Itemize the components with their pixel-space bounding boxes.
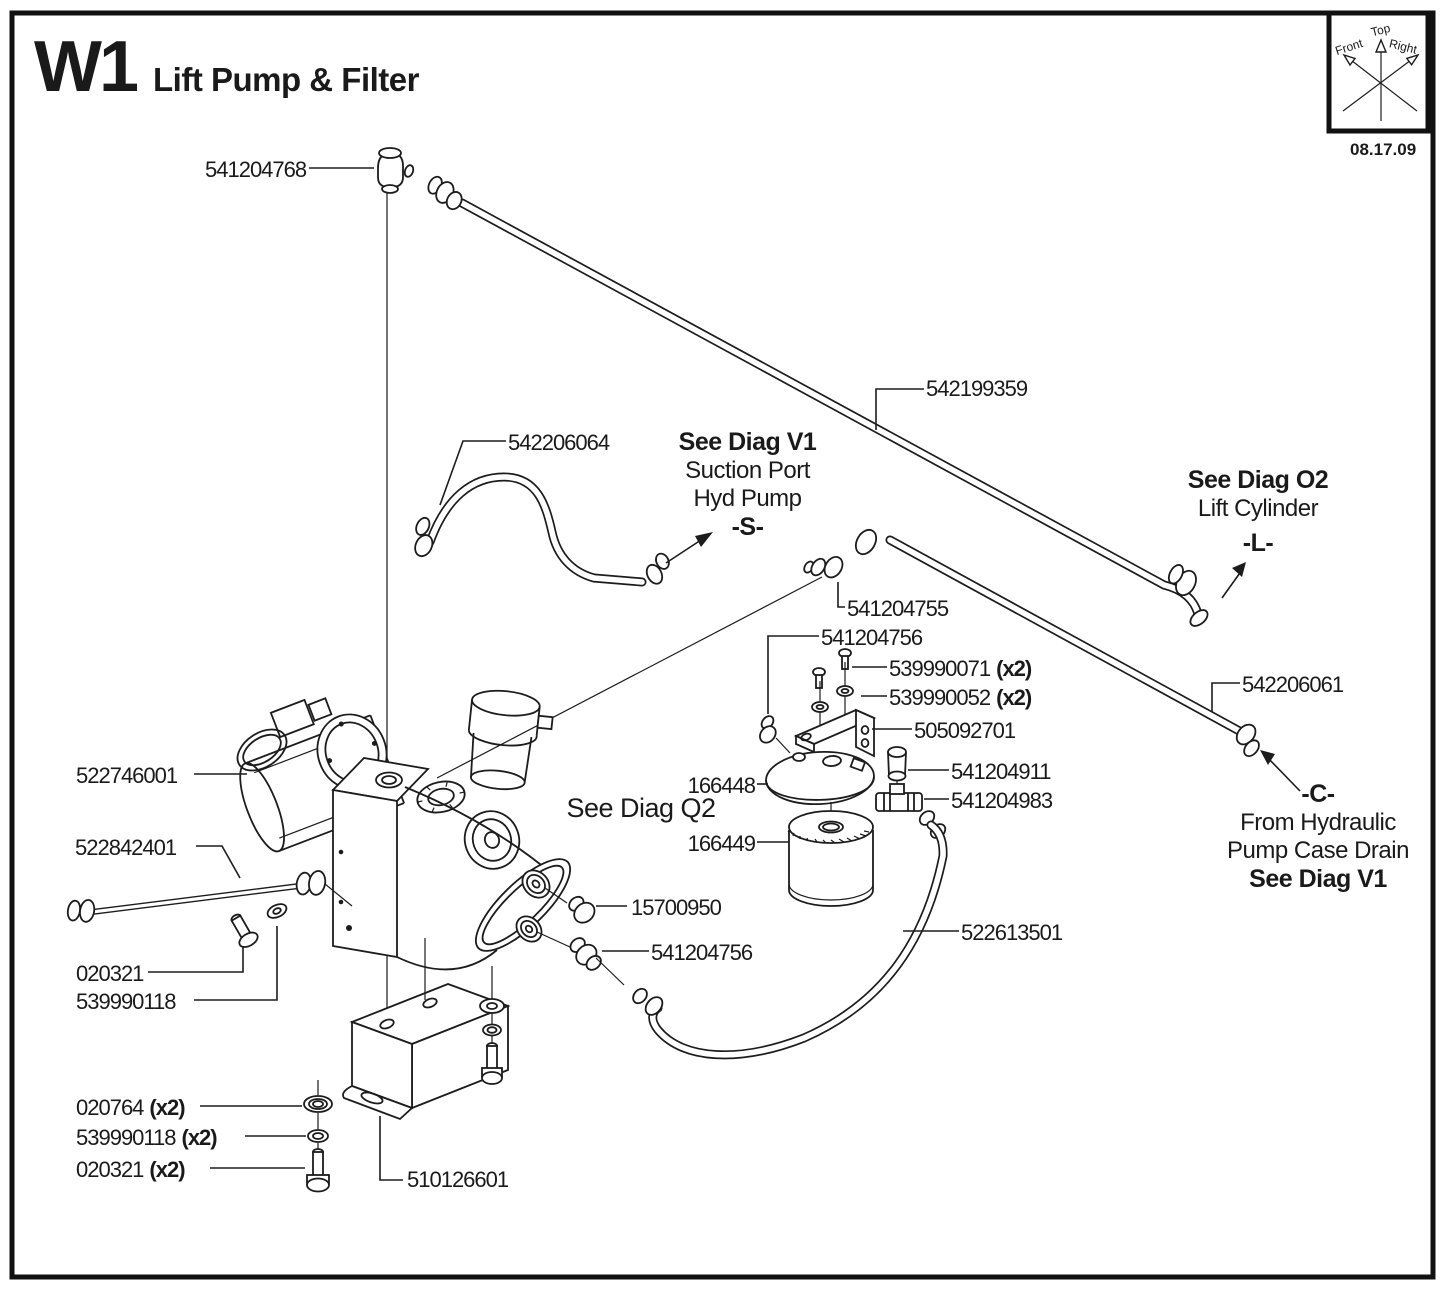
label-542199359: 542199359 bbox=[926, 376, 1028, 401]
nipple-541204911 bbox=[887, 746, 907, 790]
label-541204768: 541204768 bbox=[205, 157, 307, 182]
bolt-020321-a2 bbox=[306, 1148, 330, 1193]
filter-head-166448 bbox=[759, 715, 875, 806]
washer-539990052-b bbox=[811, 701, 829, 713]
label-522613501: 522613501 bbox=[961, 920, 1063, 945]
washer-020764-b bbox=[479, 998, 505, 1014]
washer-539990118 bbox=[266, 903, 288, 919]
label-541204756-upper: 541204756 bbox=[821, 625, 923, 650]
hose-522613501 bbox=[632, 810, 948, 1060]
solenoid bbox=[467, 689, 554, 791]
lock-washer-539990118-b bbox=[482, 1023, 502, 1037]
label-522746001: 522746001 bbox=[76, 763, 178, 788]
leader-lines bbox=[148, 167, 1240, 1181]
filler-cap bbox=[416, 780, 466, 814]
elbow-fitting-541204768 bbox=[377, 147, 415, 1020]
pump-assembly bbox=[236, 689, 625, 986]
hose-542199359 bbox=[427, 175, 1209, 627]
lock-washer-539990118-a bbox=[307, 1129, 329, 1143]
washer-539990052-a bbox=[836, 685, 854, 697]
label-542206061: 542206061 bbox=[1242, 672, 1344, 697]
label-539990071: 539990071(x2) bbox=[889, 656, 1032, 681]
label-522842401: 522842401 bbox=[75, 835, 177, 860]
bolt-020321-b bbox=[481, 1042, 503, 1085]
note-see-diag-q2: See Diag Q2 bbox=[566, 793, 716, 823]
label-541204756-lower: 541204756 bbox=[651, 940, 753, 965]
tube-522842401 bbox=[66, 870, 353, 948]
label-541204755: 541204755 bbox=[847, 596, 949, 621]
filter-cartridge-166449 bbox=[787, 802, 874, 907]
tee-541204983 bbox=[875, 783, 923, 812]
label-020321-x2: 020321(x2) bbox=[76, 1157, 186, 1182]
label-542206064: 542206064 bbox=[508, 430, 610, 455]
label-539990118-x2: 539990118(x2) bbox=[76, 1125, 218, 1150]
label-541204983: 541204983 bbox=[951, 788, 1053, 813]
bracket-505092701 bbox=[793, 708, 877, 758]
note-see-diag-o2: See Diag O2 Lift Cylinder -L- bbox=[1187, 466, 1329, 557]
label-505092701: 505092701 bbox=[914, 718, 1016, 743]
note-see-diag-v1: See Diag V1 Suction Port Hyd Pump -S- bbox=[678, 428, 817, 541]
note-case-drain: -C- From Hydraulic Pump Case Drain See D… bbox=[1227, 780, 1409, 893]
fitting-541204756-low bbox=[569, 937, 602, 971]
label-539990052: 539990052(x2) bbox=[889, 685, 1032, 710]
hose-542206064 bbox=[414, 472, 670, 587]
fitting-15700950 bbox=[568, 895, 596, 924]
mount-bracket-510126601 bbox=[303, 938, 511, 1193]
label-15700950: 15700950 bbox=[631, 895, 722, 920]
label-510126601: 510126601 bbox=[407, 1167, 509, 1192]
label-020764-x2: 020764(x2) bbox=[76, 1095, 186, 1120]
compass-right-label: Right bbox=[1388, 36, 1419, 57]
hose-542206061 bbox=[436, 528, 1260, 779]
revision-date: 08.17.09 bbox=[1350, 140, 1417, 159]
page-border bbox=[9, 10, 1436, 1280]
label-541204911: 541204911 bbox=[951, 759, 1051, 784]
washer-020764-a bbox=[303, 1095, 333, 1113]
filter-assembly bbox=[759, 648, 923, 907]
fitting-541204755 bbox=[803, 556, 844, 579]
compass-rose: Top Front Right bbox=[1334, 21, 1420, 121]
label-166449: 166449 bbox=[687, 831, 756, 856]
fitting-541204756-up bbox=[759, 715, 777, 744]
diagram-code: W1 bbox=[34, 27, 139, 107]
label-020321: 020321 bbox=[76, 961, 144, 986]
bolt-539990071-b bbox=[812, 667, 826, 689]
label-539990118: 539990118 bbox=[76, 989, 176, 1014]
compass-top-label: Top bbox=[1369, 21, 1391, 39]
flow-arrows bbox=[665, 532, 1301, 792]
label-166448: 166448 bbox=[687, 773, 756, 798]
page-title: Lift Pump & Filter bbox=[153, 61, 420, 98]
bolt-020321 bbox=[230, 913, 259, 948]
